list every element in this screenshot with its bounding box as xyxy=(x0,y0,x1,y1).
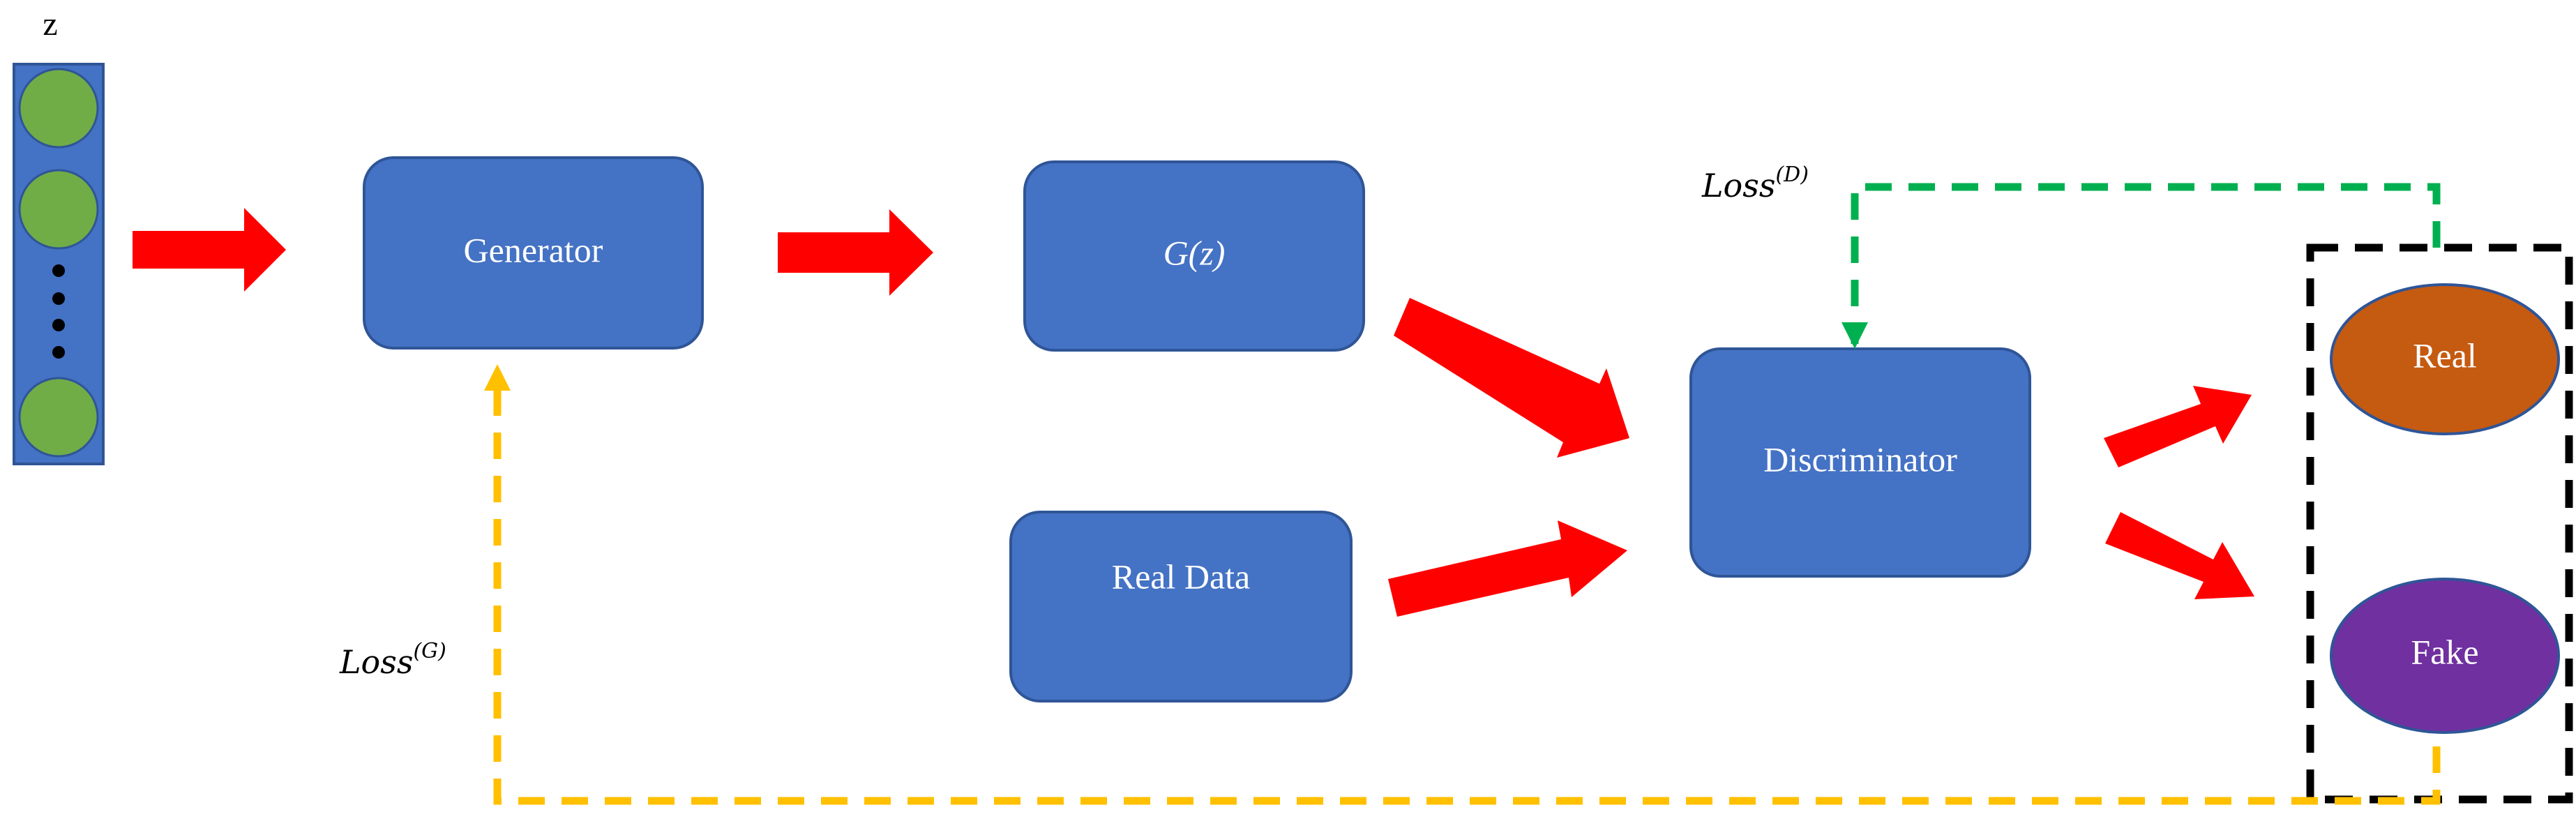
gz-label: G(z) xyxy=(1163,233,1226,272)
ellipsis-dot xyxy=(52,319,65,331)
loss-d-base: Loss xyxy=(1701,167,1775,204)
latent-vector xyxy=(13,63,105,465)
flow-arrows xyxy=(133,208,2254,617)
loss-g-sup: (G) xyxy=(413,639,446,663)
arrow-gz-to-discriminator xyxy=(1394,298,1629,458)
gz-box: G(z) xyxy=(1023,160,1365,352)
fake-output: Fake xyxy=(2330,578,2560,734)
latent-node xyxy=(18,169,99,250)
gz-box-shape xyxy=(1023,160,1365,352)
generator-label: Generator xyxy=(464,230,603,269)
real-output: Real xyxy=(2330,283,2560,435)
loss-d-line xyxy=(1851,183,2441,344)
real-data-label: Real Data xyxy=(1112,557,1251,596)
discriminator-box-shape xyxy=(1689,347,2031,578)
latent-node xyxy=(18,377,99,458)
loss-g-feedback xyxy=(484,364,2441,805)
latent-node xyxy=(18,68,99,149)
loss-g-line xyxy=(493,375,2441,805)
arrow-discriminator-to-real xyxy=(2104,386,2252,467)
real-data-box-shape xyxy=(1009,511,1353,702)
real-label: Real xyxy=(2413,336,2477,375)
loss-g-base: Loss xyxy=(339,643,413,681)
loss-d-label: Loss(D) xyxy=(1701,163,1809,204)
loss-d-feedback xyxy=(1841,183,2441,349)
real-data-box: Real Data xyxy=(1009,511,1353,702)
fake-ellipse xyxy=(2330,578,2560,734)
real-ellipse xyxy=(2330,283,2560,435)
discriminator-label: Discriminator xyxy=(1763,439,1957,479)
arrow-realdata-to-discriminator xyxy=(1388,520,1627,617)
loss-d-arrowhead xyxy=(1841,322,1868,349)
z-label: z xyxy=(43,6,57,43)
arrow-discriminator-to-fake xyxy=(2105,512,2254,599)
loss-d-sup: (D) xyxy=(1775,163,1808,187)
loss-g-arrowhead xyxy=(484,364,511,391)
ellipsis-dot xyxy=(52,346,65,359)
fake-label: Fake xyxy=(2411,632,2478,671)
arrow-z-to-generator xyxy=(133,208,286,292)
ellipsis-dot xyxy=(52,292,65,305)
loss-g-label: Loss(G) xyxy=(339,639,446,681)
discriminator-box: Discriminator xyxy=(1689,347,2031,578)
generator-box: Generator xyxy=(363,156,704,350)
arrow-generator-to-gz xyxy=(778,209,933,296)
ellipsis-dot xyxy=(52,264,65,277)
generator-box-shape xyxy=(363,156,704,350)
